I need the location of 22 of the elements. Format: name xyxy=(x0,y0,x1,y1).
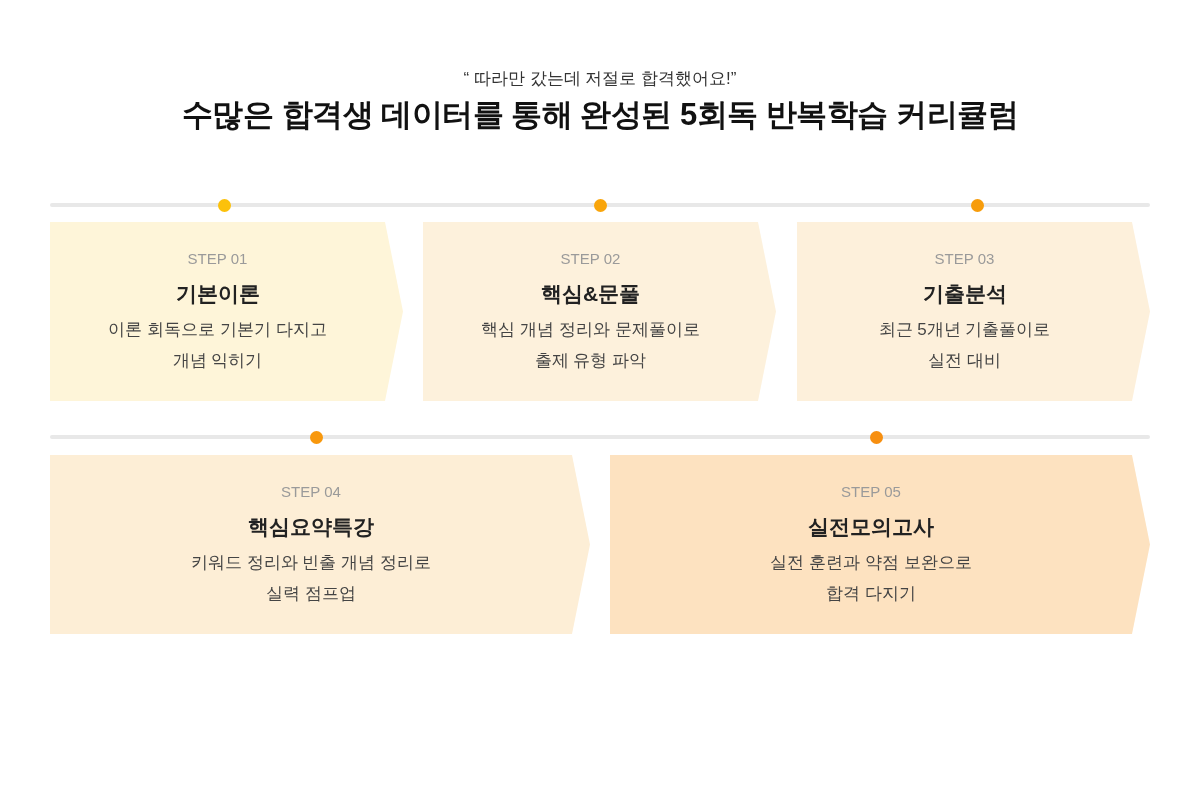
step-description: 키워드 정리와 빈출 개념 정리로 실력 점프업 xyxy=(190,552,432,605)
step-description: 이론 회독으로 기본기 다지고 개념 익히기 xyxy=(107,319,328,372)
step-title: 핵심&문풀 xyxy=(540,281,641,307)
step-number: STEP 04 xyxy=(281,482,341,502)
step-card xyxy=(50,455,590,634)
step-title: 기출분석 xyxy=(922,281,1007,307)
step-card xyxy=(797,222,1150,401)
quote-subtitle: “ 따라만 갔는데 저절로 합격했어요!” xyxy=(463,68,737,90)
step-title: 실전모의고사 xyxy=(808,514,934,540)
step-description: 핵심 개념 정리와 문제풀이로 출제 유형 파악 xyxy=(480,319,701,372)
step-number: STEP 03 xyxy=(934,249,995,269)
step-number: STEP 01 xyxy=(187,249,248,269)
step-number: STEP 02 xyxy=(560,249,621,269)
step-title: 핵심요약특강 xyxy=(248,514,374,540)
step-description: 실전 훈련과 약점 보완으로 합격 다지기 xyxy=(769,552,973,605)
step-card xyxy=(50,222,403,401)
step-title: 기본이론 xyxy=(175,281,260,307)
step-card xyxy=(423,222,776,401)
step-number: STEP 05 xyxy=(841,482,901,502)
step-card xyxy=(610,455,1150,634)
page-title: 수많은 합격생 데이터를 통해 완성된 5회독 반복학습 커리큘럼 xyxy=(182,96,1018,134)
step-description: 최근 5개년 기출풀이로 실전 대비 xyxy=(877,319,1052,372)
